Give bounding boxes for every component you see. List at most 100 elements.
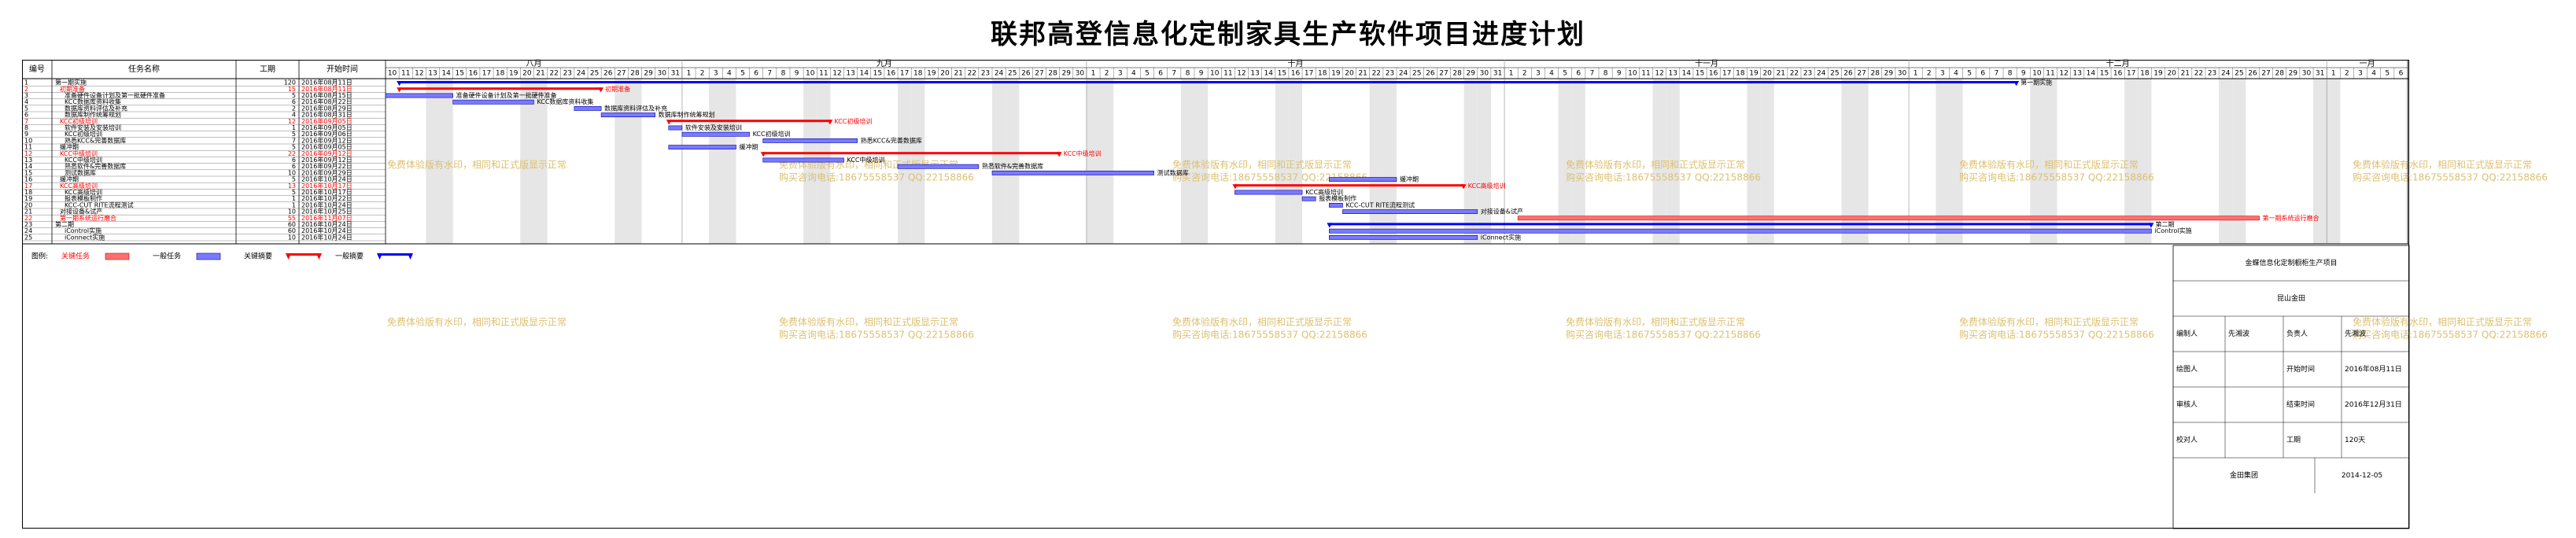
summary-bar[interactable] [668, 120, 831, 123]
day-label: 30 [1076, 70, 1085, 78]
summary-end-cap [598, 87, 604, 93]
watermark-line: 免费体验版有水印，相同和正式版显示正常 [779, 316, 958, 328]
day-label: 9 [1199, 70, 1204, 78]
watermark-line: 购买咨询电话:18675558537 QQ:22158866 [1566, 329, 1761, 341]
summary-bar[interactable] [1329, 223, 2152, 226]
task-id: 18 [24, 189, 32, 196]
task-name: KCC中级培训 [65, 156, 102, 164]
task-bar[interactable] [668, 145, 736, 149]
task-bar[interactable] [385, 93, 453, 98]
day-label: 16 [1291, 70, 1301, 78]
task-name: 熟悉软件&完善数据库 [65, 162, 126, 170]
task-bar[interactable] [668, 125, 683, 131]
day-label: 2 [1105, 70, 1109, 78]
task-bar[interactable] [1329, 177, 1397, 182]
task-id: 22 [24, 215, 32, 222]
day-label: 30 [2302, 70, 2312, 78]
info-cell: 先湘波 [2345, 329, 2366, 338]
legend-swatch-cap [408, 253, 413, 260]
task-bar-label: 缓冲期 [739, 143, 758, 151]
weekend-band [1180, 79, 1194, 244]
page-title: 联邦高登信息化定制家具生产软件项目进度计划 [991, 19, 1585, 50]
summary-end-cap [1460, 184, 1467, 190]
task-start: 2016年08月31日 [301, 111, 352, 119]
watermark-line: 免费体验版有水印，相同和正式版显示正常 [387, 159, 566, 171]
task-bar[interactable] [574, 106, 602, 111]
summary-bar-label: 第二期 [2155, 220, 2174, 228]
info-footer-date: 2014-12-05 [2342, 472, 2382, 480]
task-name: 缓冲期 [60, 143, 79, 151]
task-start: 2016年09月05日 [301, 117, 352, 125]
day-label: 16 [469, 70, 478, 78]
task-start: 2016年08月11日 [301, 85, 352, 93]
watermark-line: 免费体验版有水印，相同和正式版显示正常 [1172, 159, 1352, 171]
task-id: 3 [24, 92, 28, 99]
day-label: 3 [714, 70, 718, 78]
summary-bar[interactable] [762, 152, 1060, 155]
task-bar[interactable] [681, 131, 750, 137]
task-bar[interactable] [1329, 228, 2152, 234]
task-bar[interactable] [991, 171, 1154, 175]
day-label: 5 [1145, 70, 1150, 78]
task-bar[interactable] [1301, 196, 1316, 201]
watermark-line: 免费体验版有水印，相同和正式版显示正常 [387, 316, 566, 328]
day-label: 28 [1048, 70, 1057, 78]
weekend-band [911, 79, 925, 244]
day-label: 24 [995, 70, 1004, 78]
day-label: 30 [1898, 70, 1907, 78]
legend-swatch-cap [377, 253, 382, 260]
day-label: 18 [913, 70, 923, 78]
summary-start-cap [397, 87, 403, 93]
summary-end-cap [1056, 152, 1062, 157]
task-bar[interactable] [600, 112, 655, 117]
task-start: 2016年08月11日 [301, 79, 352, 87]
weekend-band [1100, 79, 1114, 244]
summary-start-cap [666, 120, 672, 125]
task-bar[interactable] [1234, 190, 1303, 195]
day-label: 29 [1884, 70, 1894, 78]
day-label: 23 [981, 70, 990, 78]
day-label: 17 [2127, 70, 2135, 78]
day-label: 14 [441, 70, 451, 78]
task-bar-label: iControl实施 [2154, 227, 2191, 234]
task-id: 17 [24, 182, 32, 190]
task-bar[interactable] [1342, 209, 1478, 214]
summary-bar[interactable] [1234, 184, 1464, 187]
day-label: 24 [577, 70, 586, 78]
task-bar-label: KCC数据库资料收集 [537, 98, 593, 105]
critical-task-bar[interactable] [1517, 216, 2260, 221]
day-label: 2 [1927, 70, 1932, 78]
day-label: 7 [1590, 70, 1595, 78]
task-bar-label: KCC中级培训 [847, 156, 885, 164]
task-name: KCC初级培训 [60, 117, 98, 125]
watermark-line: 购买咨询电话:18675558537 QQ:22158866 [2353, 329, 2548, 341]
column-header-duration: 工期 [260, 64, 275, 74]
task-id: 9 [24, 131, 28, 138]
day-label: 14 [2087, 70, 2096, 78]
info-cell: 2016年08月11日 [2345, 364, 2402, 374]
day-label: 12 [1237, 70, 1246, 78]
legend-label: 一般摘要 [335, 252, 364, 261]
task-bar[interactable] [452, 99, 534, 105]
task-id: 15 [24, 169, 32, 176]
weekend-band [2313, 79, 2327, 244]
task-duration: 2 [292, 105, 296, 112]
task-bar[interactable] [1329, 202, 1343, 208]
weekend-band [1571, 79, 1585, 244]
task-bar[interactable] [762, 138, 858, 143]
day-label: 10 [2032, 70, 2042, 78]
watermark-line: 购买咨询电话:18675558537 QQ:22158866 [2353, 171, 2548, 183]
day-label: 6 [2399, 70, 2404, 78]
day-label: 20 [522, 70, 532, 78]
task-bar[interactable] [762, 157, 844, 163]
task-bar-label: 对接设备&试产 [1481, 208, 1523, 216]
summary-bar[interactable] [399, 81, 2017, 83]
info-cell: 2016年12月31日 [2345, 400, 2402, 409]
task-duration: 5 [292, 131, 296, 138]
task-bar[interactable] [897, 164, 980, 169]
task-bar[interactable] [1329, 234, 1478, 240]
task-duration: 22 [288, 150, 296, 157]
day-label: 6 [1980, 70, 1985, 78]
summary-bar[interactable] [399, 87, 602, 90]
